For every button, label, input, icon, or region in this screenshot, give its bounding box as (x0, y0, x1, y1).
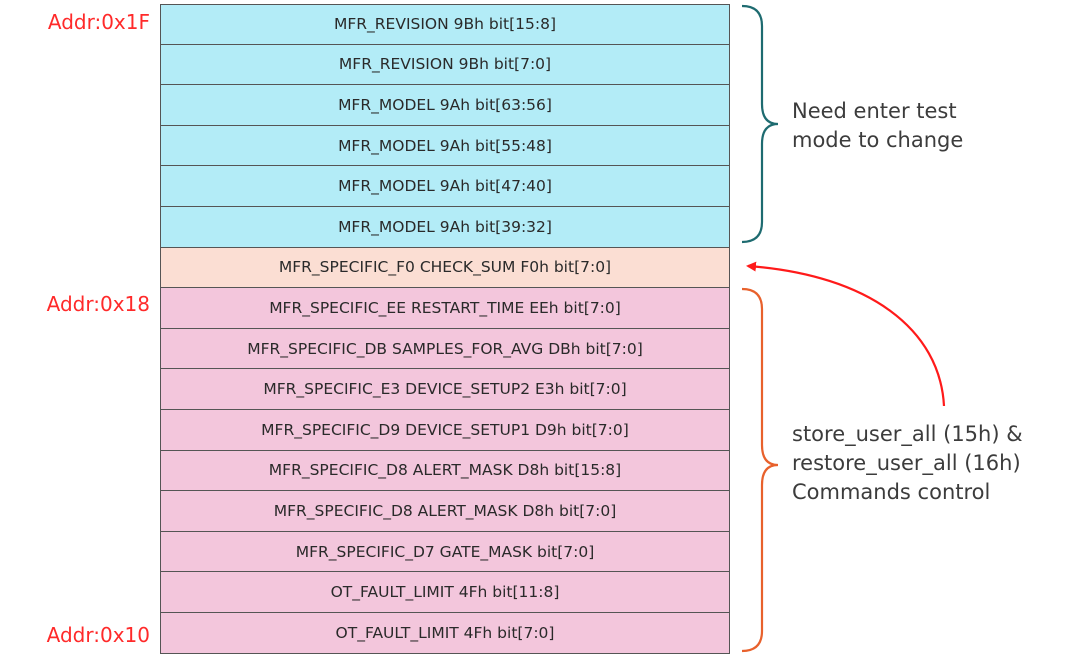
register-row: MFR_SPECIFIC_F0 CHECK_SUM F0h bit[7:0] (160, 247, 730, 289)
test-mode-line-2: mode to change (792, 128, 964, 152)
register-row: OT_FAULT_LIMIT 4Fh bit[11:8] (160, 572, 730, 613)
user-commands-line-3: Commands control (792, 480, 991, 504)
address-label-0x18: Addr:0x18 (46, 292, 150, 316)
register-row: MFR_MODEL 9Ah bit[39:32] (160, 206, 730, 248)
user-commands-line-2: restore_user_all (16h) (792, 451, 1021, 475)
register-row: MFR_MODEL 9Ah bit[47:40] (160, 166, 730, 207)
register-row: MFR_SPECIFIC_E3 DEVICE_SETUP2 E3h bit[7:… (160, 369, 730, 410)
register-map-table: MFR_REVISION 9Bh bit[15:8]MFR_REVISION 9… (160, 4, 730, 654)
register-row: MFR_MODEL 9Ah bit[55:48] (160, 125, 730, 167)
address-label-0x10: Addr:0x10 (46, 623, 150, 647)
register-row: MFR_SPECIFIC_D8 ALERT_MASK D8h bit[7:0] (160, 491, 730, 532)
test-mode-annotation: Need enter test mode to change (792, 97, 963, 155)
register-row: MFR_SPECIFIC_EE RESTART_TIME EEh bit[7:0… (160, 288, 730, 329)
register-row: MFR_MODEL 9Ah bit[63:56] (160, 85, 730, 126)
register-row: MFR_REVISION 9Bh bit[15:8] (160, 4, 730, 45)
register-row: MFR_SPECIFIC_D8 ALERT_MASK D8h bit[15:8] (160, 450, 730, 492)
user-commands-line-1: store_user_all (15h) & (792, 422, 1023, 446)
address-label-0x1f: Addr:0x1F (47, 10, 150, 34)
register-row: OT_FAULT_LIMIT 4Fh bit[7:0] (160, 612, 730, 654)
register-row: MFR_REVISION 9Bh bit[7:0] (160, 44, 730, 86)
checksum-arrow (746, 261, 946, 407)
test-mode-brace (741, 4, 779, 244)
register-row: MFR_SPECIFIC_D9 DEVICE_SETUP1 D9h bit[7:… (160, 409, 730, 451)
user-commands-annotation: store_user_all (15h) & restore_user_all … (792, 420, 1023, 507)
test-mode-line-1: Need enter test (792, 99, 957, 123)
user-commands-brace (741, 287, 779, 653)
register-row: MFR_SPECIFIC_DB SAMPLES_FOR_AVG DBh bit[… (160, 328, 730, 370)
register-row: MFR_SPECIFIC_D7 GATE_MASK bit[7:0] (160, 531, 730, 573)
